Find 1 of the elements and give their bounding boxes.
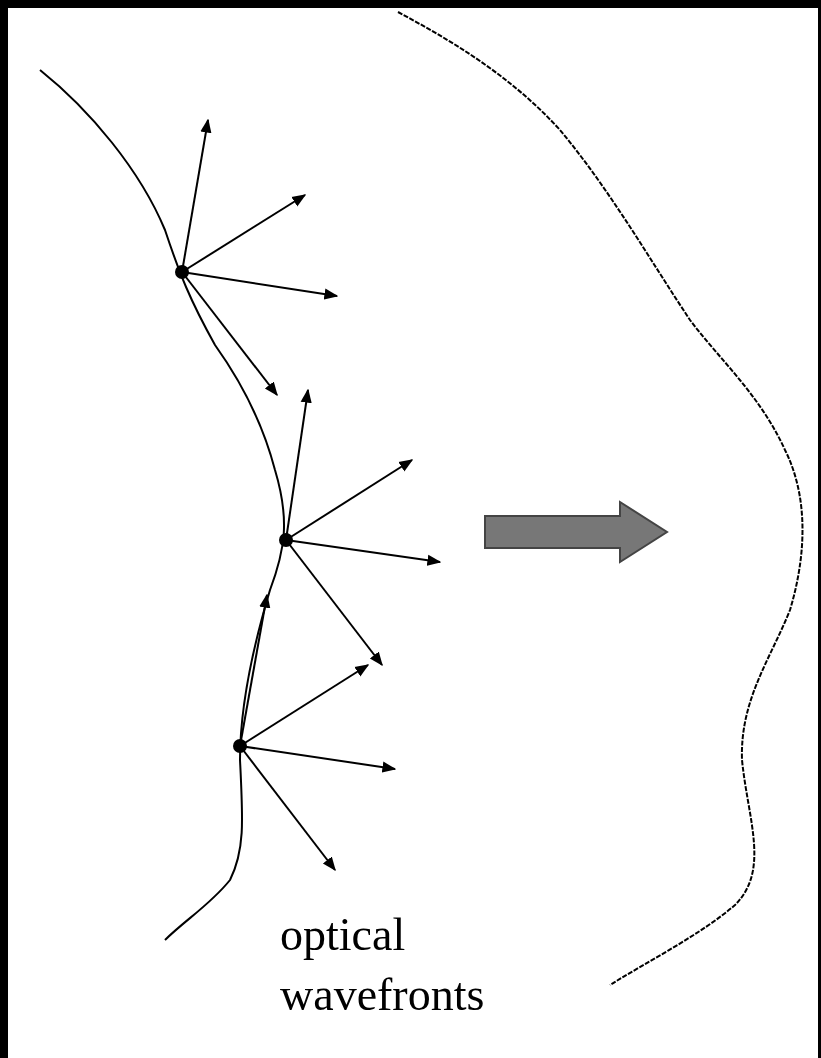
wavefront-label: optical wavefronts <box>280 908 486 1022</box>
